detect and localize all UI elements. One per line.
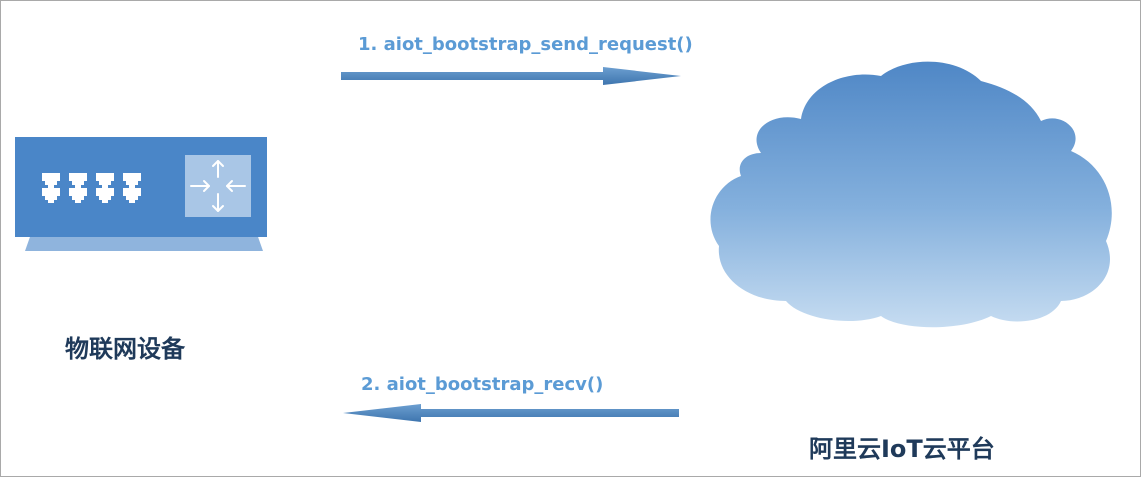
device-label: 物联网设备	[65, 335, 185, 363]
cloud-platform-label: 阿里云IoT云平台	[809, 435, 995, 463]
request-arrow	[341, 67, 681, 85]
response-arrow	[343, 404, 679, 422]
recv-label: 2. aiot_bootstrap_recv()	[361, 374, 604, 395]
send-request-label: 1. aiot_bootstrap_send_request()	[358, 34, 693, 55]
cloud-icon	[710, 61, 1112, 328]
network-switch-icon	[15, 137, 267, 251]
